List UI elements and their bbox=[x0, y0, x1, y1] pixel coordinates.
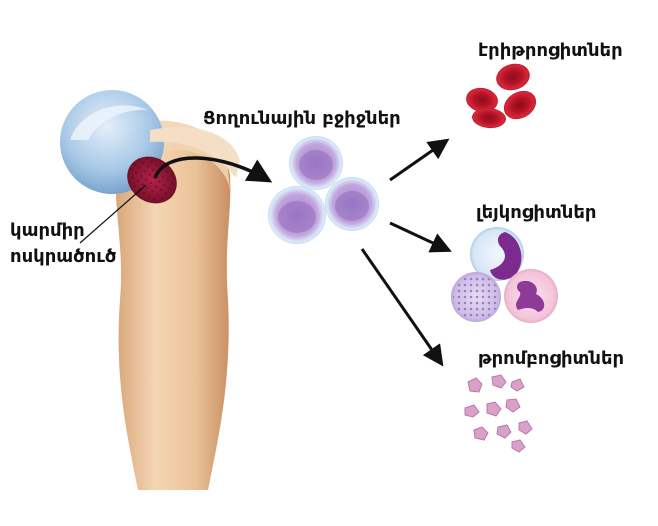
erythrocytes-label: էրիթրոցիտներ bbox=[478, 40, 623, 61]
erythrocyte-group bbox=[466, 63, 537, 129]
stem-cell-icon bbox=[289, 136, 343, 190]
platelet-icon bbox=[505, 398, 521, 413]
white-blood-cell-icon bbox=[504, 269, 558, 323]
red-marrow-label-line2: ոսկրածուծ bbox=[10, 246, 117, 267]
red-blood-cell-icon bbox=[503, 90, 537, 120]
red-blood-cell-icon bbox=[466, 87, 498, 113]
arrow-marrow-to-stem-icon bbox=[153, 156, 273, 183]
platelet-icon bbox=[511, 439, 526, 453]
platelet-group bbox=[464, 374, 533, 453]
stem-cells-label: Ցողունային բջիջներ bbox=[203, 108, 401, 129]
thrombocytes-label: թրոմբոցիտներ bbox=[478, 348, 625, 369]
stem-cell-icon bbox=[325, 177, 379, 231]
platelet-icon bbox=[510, 378, 525, 392]
platelet-icon bbox=[486, 401, 502, 417]
red-marrow-icon bbox=[127, 156, 177, 204]
stem-cell-cluster bbox=[268, 136, 379, 244]
arrow-to-leukocytes-icon bbox=[389, 221, 452, 253]
white-blood-cell-icon bbox=[470, 227, 524, 281]
marrow-pointer-line bbox=[79, 184, 147, 244]
stem-cell-icon bbox=[268, 186, 326, 244]
platelet-icon bbox=[496, 424, 512, 439]
platelet-icon bbox=[518, 420, 533, 435]
platelet-icon bbox=[464, 404, 480, 418]
white-blood-cell-icon bbox=[451, 272, 501, 322]
platelet-icon bbox=[467, 377, 483, 393]
platelet-icon bbox=[473, 426, 489, 441]
red-marrow-label-line1: կարմիր bbox=[10, 220, 85, 241]
red-blood-cell-icon bbox=[496, 63, 530, 91]
arrow-to-erythrocytes-icon bbox=[389, 138, 450, 182]
platelet-icon bbox=[491, 374, 507, 389]
red-blood-cell-icon bbox=[472, 107, 506, 129]
red-marrow-label: կարմիր ոսկրածուծ bbox=[10, 218, 116, 270]
arrow-to-thrombocytes-icon bbox=[360, 248, 444, 367]
femur-bone-icon bbox=[60, 90, 240, 490]
leukocyte-group bbox=[451, 227, 558, 323]
leukocytes-label: լեյկոցիտներ bbox=[476, 202, 597, 223]
